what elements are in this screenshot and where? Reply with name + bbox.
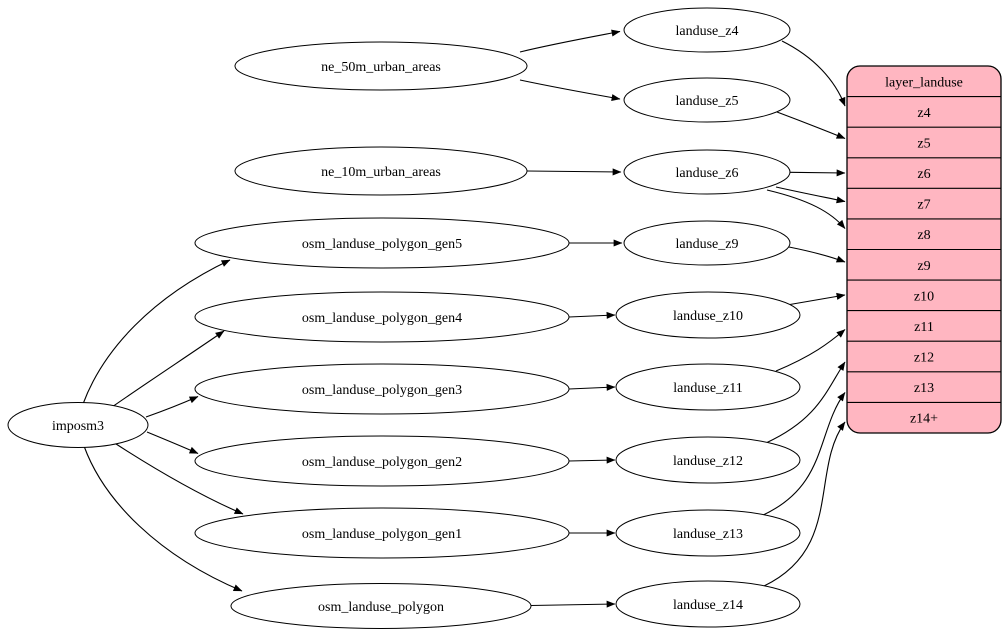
node-ne_10m_urban_areas-shape (234, 146, 528, 196)
edge-landuse_z6--layer_landuse-z6 (789, 169, 846, 177)
edge-landuse_z11--layer_landuse-z11 (775, 329, 846, 372)
layer_landuse-row-z6: z6 (917, 167, 930, 182)
node-landuse_z5-label: landuse_z5 (676, 94, 739, 109)
node-landuse_z6-shape (623, 149, 791, 195)
edge-ne_50m_urban_areas--landuse_z5 (519, 79, 621, 102)
node-ne_50m_urban_areas: ne_50m_urban_areas (234, 41, 528, 91)
node-imposm3-label: imposm3 (52, 419, 104, 434)
node-imposm3: imposm3 (7, 402, 149, 448)
node-osm_landuse_polygon_gen3-label: osm_landuse_polygon_gen3 (302, 383, 462, 398)
edge-landuse_z5--layer_landuse-z5 (776, 111, 846, 140)
node-landuse_z12-label: landuse_z12 (673, 454, 743, 469)
node-osm_landuse_polygon_gen2-shape (194, 435, 570, 487)
node-osm_landuse_polygon: osm_landuse_polygon (230, 583, 532, 629)
node-ne_10m_urban_areas-label: ne_10m_urban_areas (321, 165, 441, 180)
layer_landuse-row-z9: z9 (917, 259, 930, 274)
edge-landuse_z6--layer_landuse-z8 (766, 189, 846, 229)
node-landuse_z10-shape (615, 291, 801, 339)
node-landuse_z14-shape (615, 580, 801, 628)
node-osm_landuse_polygon_gen1-shape (194, 507, 570, 559)
node-osm_landuse_polygon_gen4-label: osm_landuse_polygon_gen4 (302, 311, 462, 326)
node-landuse_z9: landuse_z9 (623, 220, 791, 266)
node-osm_landuse_polygon_gen1: osm_landuse_polygon_gen1 (194, 507, 570, 559)
layer_landuse-row-z10: z10 (914, 289, 934, 304)
node-imposm3-shape (7, 402, 149, 448)
layer_landuse-row-z12: z12 (914, 351, 934, 366)
node-osm_landuse_polygon-shape (230, 583, 532, 629)
edge-landuse_z12--layer_landuse-z12 (765, 361, 846, 444)
node-osm_landuse_polygon_gen4: osm_landuse_polygon_gen4 (194, 291, 570, 343)
edge-landuse_z14--layer_landuse-z14plus (763, 421, 846, 587)
node-landuse_z5: landuse_z5 (623, 77, 791, 123)
edge-osm_landuse_polygon_gen2--landuse_z12 (568, 456, 616, 464)
node-landuse_z4: landuse_z4 (623, 7, 791, 53)
node-landuse_z4-shape (623, 7, 791, 53)
node-landuse_z12: landuse_z12 (615, 436, 801, 484)
node-osm_landuse_polygon_gen2-label: osm_landuse_polygon_gen2 (302, 455, 462, 470)
layer_landuse-row-z4: z4 (917, 106, 930, 121)
node-ne_50m_urban_areas-shape (234, 41, 528, 91)
nodes: imposm3 ne_50m_urban_areas ne_10m_urban_… (7, 7, 801, 629)
node-layer_landuse: layer_landuse z4 z5 z6 z7 z8 z9 z10 z11 … (846, 65, 1002, 434)
node-landuse_z5-shape (623, 77, 791, 123)
edge-osm_landuse_polygon_gen3--landuse_z11 (568, 383, 616, 391)
node-landuse_z13-label: landuse_z13 (673, 527, 743, 542)
edge-imposm3--osm_landuse_polygon_gen3 (145, 395, 199, 418)
edge-osm_landuse_polygon_gen4--landuse_z10 (568, 311, 616, 319)
layer_landuse-row-z7: z7 (917, 198, 930, 213)
node-landuse_z6-label: landuse_z6 (676, 166, 739, 181)
node-osm_landuse_polygon_gen5: osm_landuse_polygon_gen5 (194, 217, 570, 269)
node-landuse_z6: landuse_z6 (623, 149, 791, 195)
node-landuse_z12-shape (615, 436, 801, 484)
edge-ne_50m_urban_areas--landuse_z4 (519, 29, 621, 53)
edge-imposm3--osm_landuse_polygon_gen1 (112, 441, 244, 515)
node-landuse_z14-label: landuse_z14 (673, 598, 743, 613)
node-osm_landuse_polygon_gen2: osm_landuse_polygon_gen2 (194, 435, 570, 487)
node-osm_landuse_polygon-label: osm_landuse_polygon (318, 600, 444, 615)
node-landuse_z11: landuse_z11 (615, 363, 801, 411)
layer_landuse-row-z14plus: z14+ (910, 412, 938, 427)
edge-landuse_z13--layer_landuse-z13 (760, 392, 846, 517)
edge-landuse_z10--layer_landuse-z10 (786, 292, 846, 306)
layer_landuse-title: layer_landuse (885, 76, 963, 91)
layer_landuse-row-z13: z13 (914, 381, 934, 396)
node-osm_landuse_polygon_gen3-shape (194, 363, 570, 415)
node-osm_landuse_polygon_gen4-shape (194, 291, 570, 343)
node-landuse_z14: landuse_z14 (615, 580, 801, 628)
edge-imposm3--osm_landuse_polygon (83, 445, 243, 592)
node-ne_50m_urban_areas-label: ne_50m_urban_areas (321, 60, 441, 75)
node-landuse_z9-label: landuse_z9 (676, 237, 739, 252)
node-ne_10m_urban_areas: ne_10m_urban_areas (234, 146, 528, 196)
node-landuse_z9-shape (623, 220, 791, 266)
edge-imposm3--osm_landuse_polygon_gen2 (146, 431, 199, 455)
edge-landuse_z9--layer_landuse-z9 (788, 246, 846, 263)
node-landuse_z10-label: landuse_z10 (673, 309, 743, 324)
edge-imposm3--osm_landuse_polygon_gen5 (82, 259, 231, 405)
node-landuse_z10: landuse_z10 (615, 291, 801, 339)
node-landuse_z11-shape (615, 363, 801, 411)
node-osm_landuse_polygon_gen5-label: osm_landuse_polygon_gen5 (302, 237, 462, 252)
node-landuse_z13-shape (615, 509, 801, 557)
node-landuse_z4-label: landuse_z4 (676, 24, 739, 39)
node-osm_landuse_polygon_gen1-label: osm_landuse_polygon_gen1 (302, 527, 462, 542)
node-landuse_z13: landuse_z13 (615, 509, 801, 557)
node-osm_landuse_polygon_gen3: osm_landuse_polygon_gen3 (194, 363, 570, 415)
layer_landuse-row-z11: z11 (914, 320, 934, 335)
layer_landuse-row-z8: z8 (917, 228, 930, 243)
edge-ne_10m_urban_areas--landuse_z6 (526, 168, 622, 176)
node-osm_landuse_polygon_gen5-shape (194, 217, 570, 269)
layer_landuse-row-z5: z5 (917, 137, 930, 152)
edge-imposm3--osm_landuse_polygon_gen4 (111, 330, 225, 408)
edge-landuse_z6--layer_landuse-z7 (775, 186, 846, 204)
node-landuse_z11-label: landuse_z11 (673, 381, 742, 396)
edge-osm_landuse_polygon--landuse_z14 (530, 600, 616, 608)
edges (82, 29, 846, 608)
edge-landuse_z4--layer_landuse-z4 (781, 40, 846, 107)
